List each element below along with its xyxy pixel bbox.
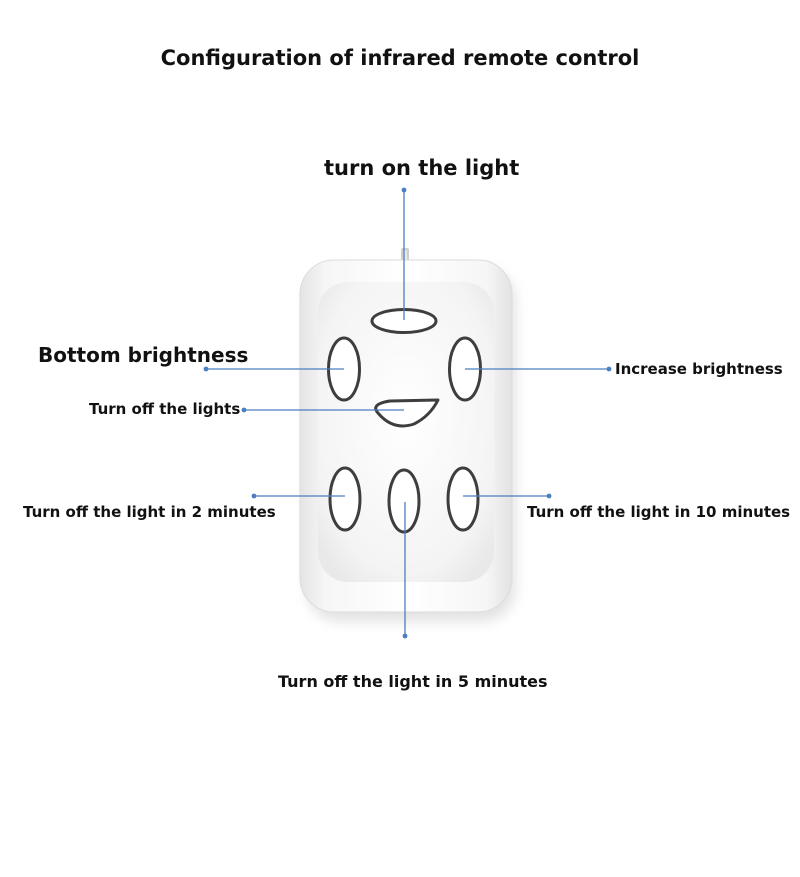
- diagram-title: Configuration of infrared remote control: [160, 46, 640, 70]
- leader-off-2min: [251, 493, 345, 499]
- button-off-5min[interactable]: [387, 468, 421, 534]
- leader-off-10min: [463, 493, 552, 499]
- label-increase-brightness: Increase brightness: [615, 360, 783, 378]
- button-off-10min[interactable]: [446, 466, 480, 532]
- leader-turn-off: [241, 407, 404, 413]
- button-turn-off[interactable]: [374, 398, 440, 428]
- label-off-5min: Turn off the light in 5 minutes: [278, 672, 548, 691]
- leader-increase-brightness: [465, 366, 612, 372]
- leader-bottom-brightness: [203, 366, 344, 372]
- button-off-2min[interactable]: [328, 466, 362, 532]
- leader-lines: [203, 187, 612, 639]
- label-turn-on: turn on the light: [324, 156, 520, 180]
- label-bottom-brightness: Bottom brightness: [38, 343, 249, 367]
- leader-turn-on: [401, 187, 407, 320]
- label-off-10min: Turn off the light in 10 minutes: [527, 503, 791, 521]
- label-off-2min: Turn off the light in 2 minutes: [23, 503, 276, 521]
- label-turn-off: Turn off the lights: [89, 400, 241, 418]
- leader-off-5min: [402, 502, 408, 639]
